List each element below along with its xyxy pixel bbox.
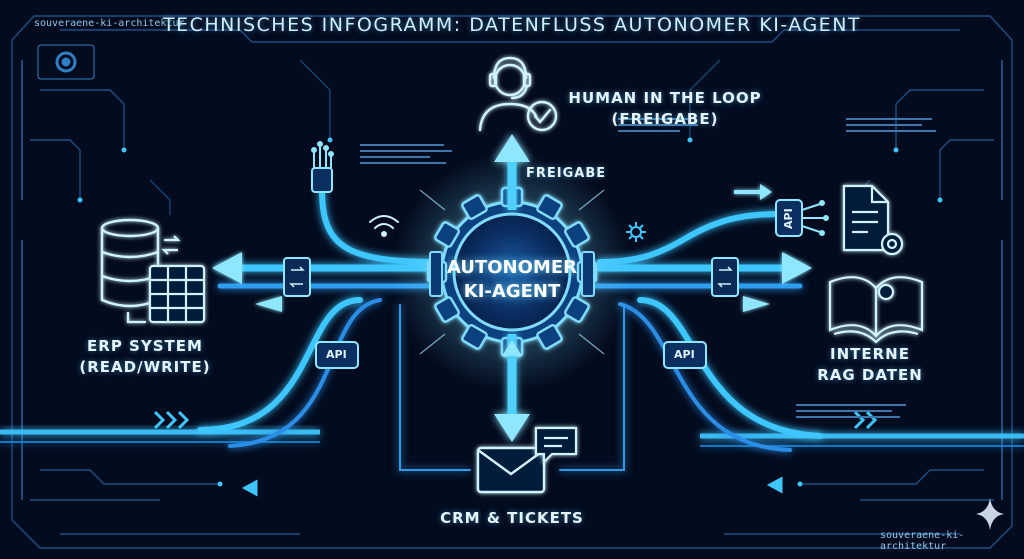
horizontal-arrows (212, 184, 812, 312)
switch-boxes (283, 257, 739, 297)
human-node-line2: (FREIGABE) (611, 110, 719, 128)
checkmark-icon (526, 100, 558, 132)
agent-core (452, 212, 572, 332)
erp-node-line2: (READ/WRITE) (79, 358, 211, 376)
gear-tooth (461, 194, 488, 220)
frame-dots (77, 137, 943, 487)
api-label-right: API (674, 348, 695, 361)
agent-core-line1: AUTONOMER (446, 257, 577, 278)
human-node-label: HUMAN IN THE LOOP (FREIGABE) (560, 88, 770, 130)
page-title: TECHNISCHES INFOGRAMM: DATENFLUSS AUTONO… (162, 14, 862, 36)
agent-core-label: AUTONOMER KI-AGENT (442, 256, 582, 304)
sparkle-icon (976, 498, 1004, 530)
human-node-line1: HUMAN IN THE LOOP (568, 89, 762, 107)
book-gear-icon (828, 276, 924, 344)
wifi-icon (369, 215, 399, 237)
vertical-arrows (494, 134, 530, 442)
gear-icon (626, 222, 646, 242)
headset-user-icon (478, 56, 538, 132)
rag-node-label: INTERNE RAG DATEN (810, 344, 930, 386)
rag-node-line2: RAG DATEN (817, 366, 923, 384)
data-text-blocks (360, 118, 936, 418)
corner-label-top-left: souveraene-ki-architektur (34, 18, 185, 29)
gear-tooth (434, 221, 460, 248)
erp-node-label: ERP SYSTEM (READ/WRITE) (70, 336, 220, 378)
core-connectors (429, 251, 595, 297)
corner-label-bottom-right: souveraene-ki-architektur (880, 530, 965, 552)
gear-tooth (536, 324, 563, 350)
swap-icons (289, 266, 733, 288)
gear-tooth (564, 296, 590, 323)
gear-tooth (461, 324, 488, 350)
freigabe-label: FREIGABE (526, 166, 607, 181)
api-label-left: API (326, 348, 347, 361)
gear-tooth (564, 221, 590, 248)
gear-tooth (434, 296, 460, 323)
table-icon (126, 235, 206, 324)
hud-widget (37, 44, 95, 80)
erp-node-line1: ERP SYSTEM (87, 337, 203, 355)
gear-tooth (536, 194, 563, 220)
agent-core-line2: KI-AGENT (463, 281, 561, 302)
crm-node-label: CRM & TICKETS (440, 509, 584, 527)
chat-bubble-icon (534, 426, 578, 465)
cable-plug (311, 141, 829, 236)
rag-node-line1: INTERNE (830, 345, 910, 363)
envelope-icon (476, 446, 546, 494)
frame-border (11, 15, 1013, 549)
api-label-top-right: API (782, 208, 795, 229)
chevrons (153, 410, 878, 497)
document-gear-icon (842, 184, 904, 256)
